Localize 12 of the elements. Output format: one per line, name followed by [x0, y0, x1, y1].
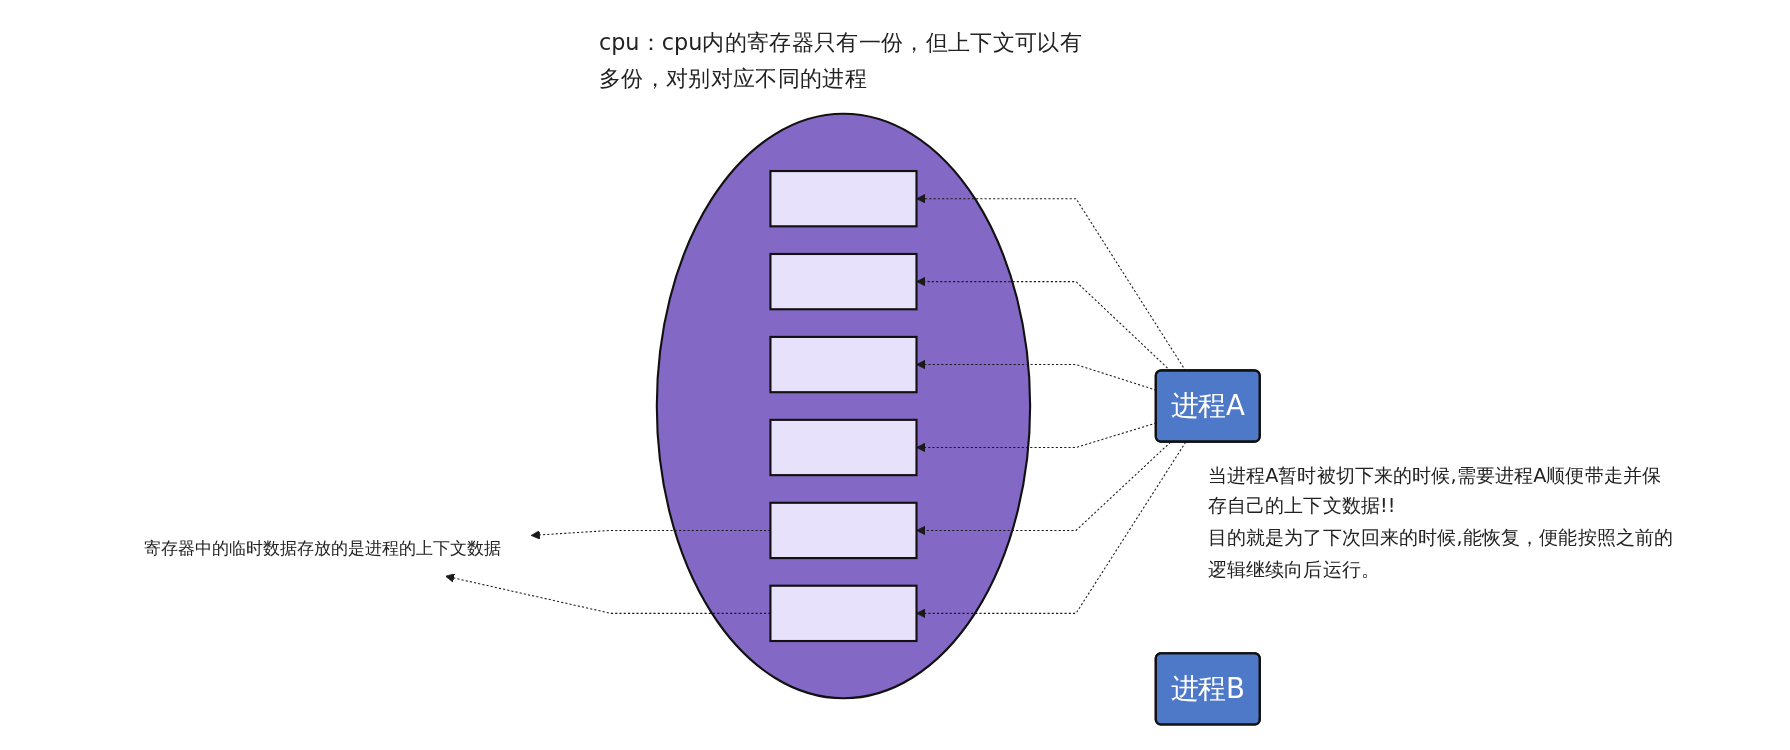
node-box — [769, 584, 918, 643]
node-label: cpu：cpu内的寄存器只有一份，但上下文可以有多份，对别对应不同的进程 — [598, 29, 1083, 92]
arrow — [916, 441, 1187, 619]
cluster — [655, 112, 1032, 700]
note-text: 当进程A暂时被切下来的时候,需要进程A顺便带走并保存自己的上下文数据!! — [1207, 461, 1663, 519]
node-box — [769, 335, 918, 394]
note-text: 目的就是为了下次回来的时候,能恢复，便能按照之前的逻辑继续向后运行。 — [1207, 525, 1675, 582]
node-box — [769, 418, 918, 477]
node-box — [769, 501, 918, 560]
node-box — [769, 169, 918, 228]
node-text: 寄存器中的临时数据存放的是进程的上下文数据 — [144, 537, 502, 559]
node-box — [769, 252, 918, 311]
